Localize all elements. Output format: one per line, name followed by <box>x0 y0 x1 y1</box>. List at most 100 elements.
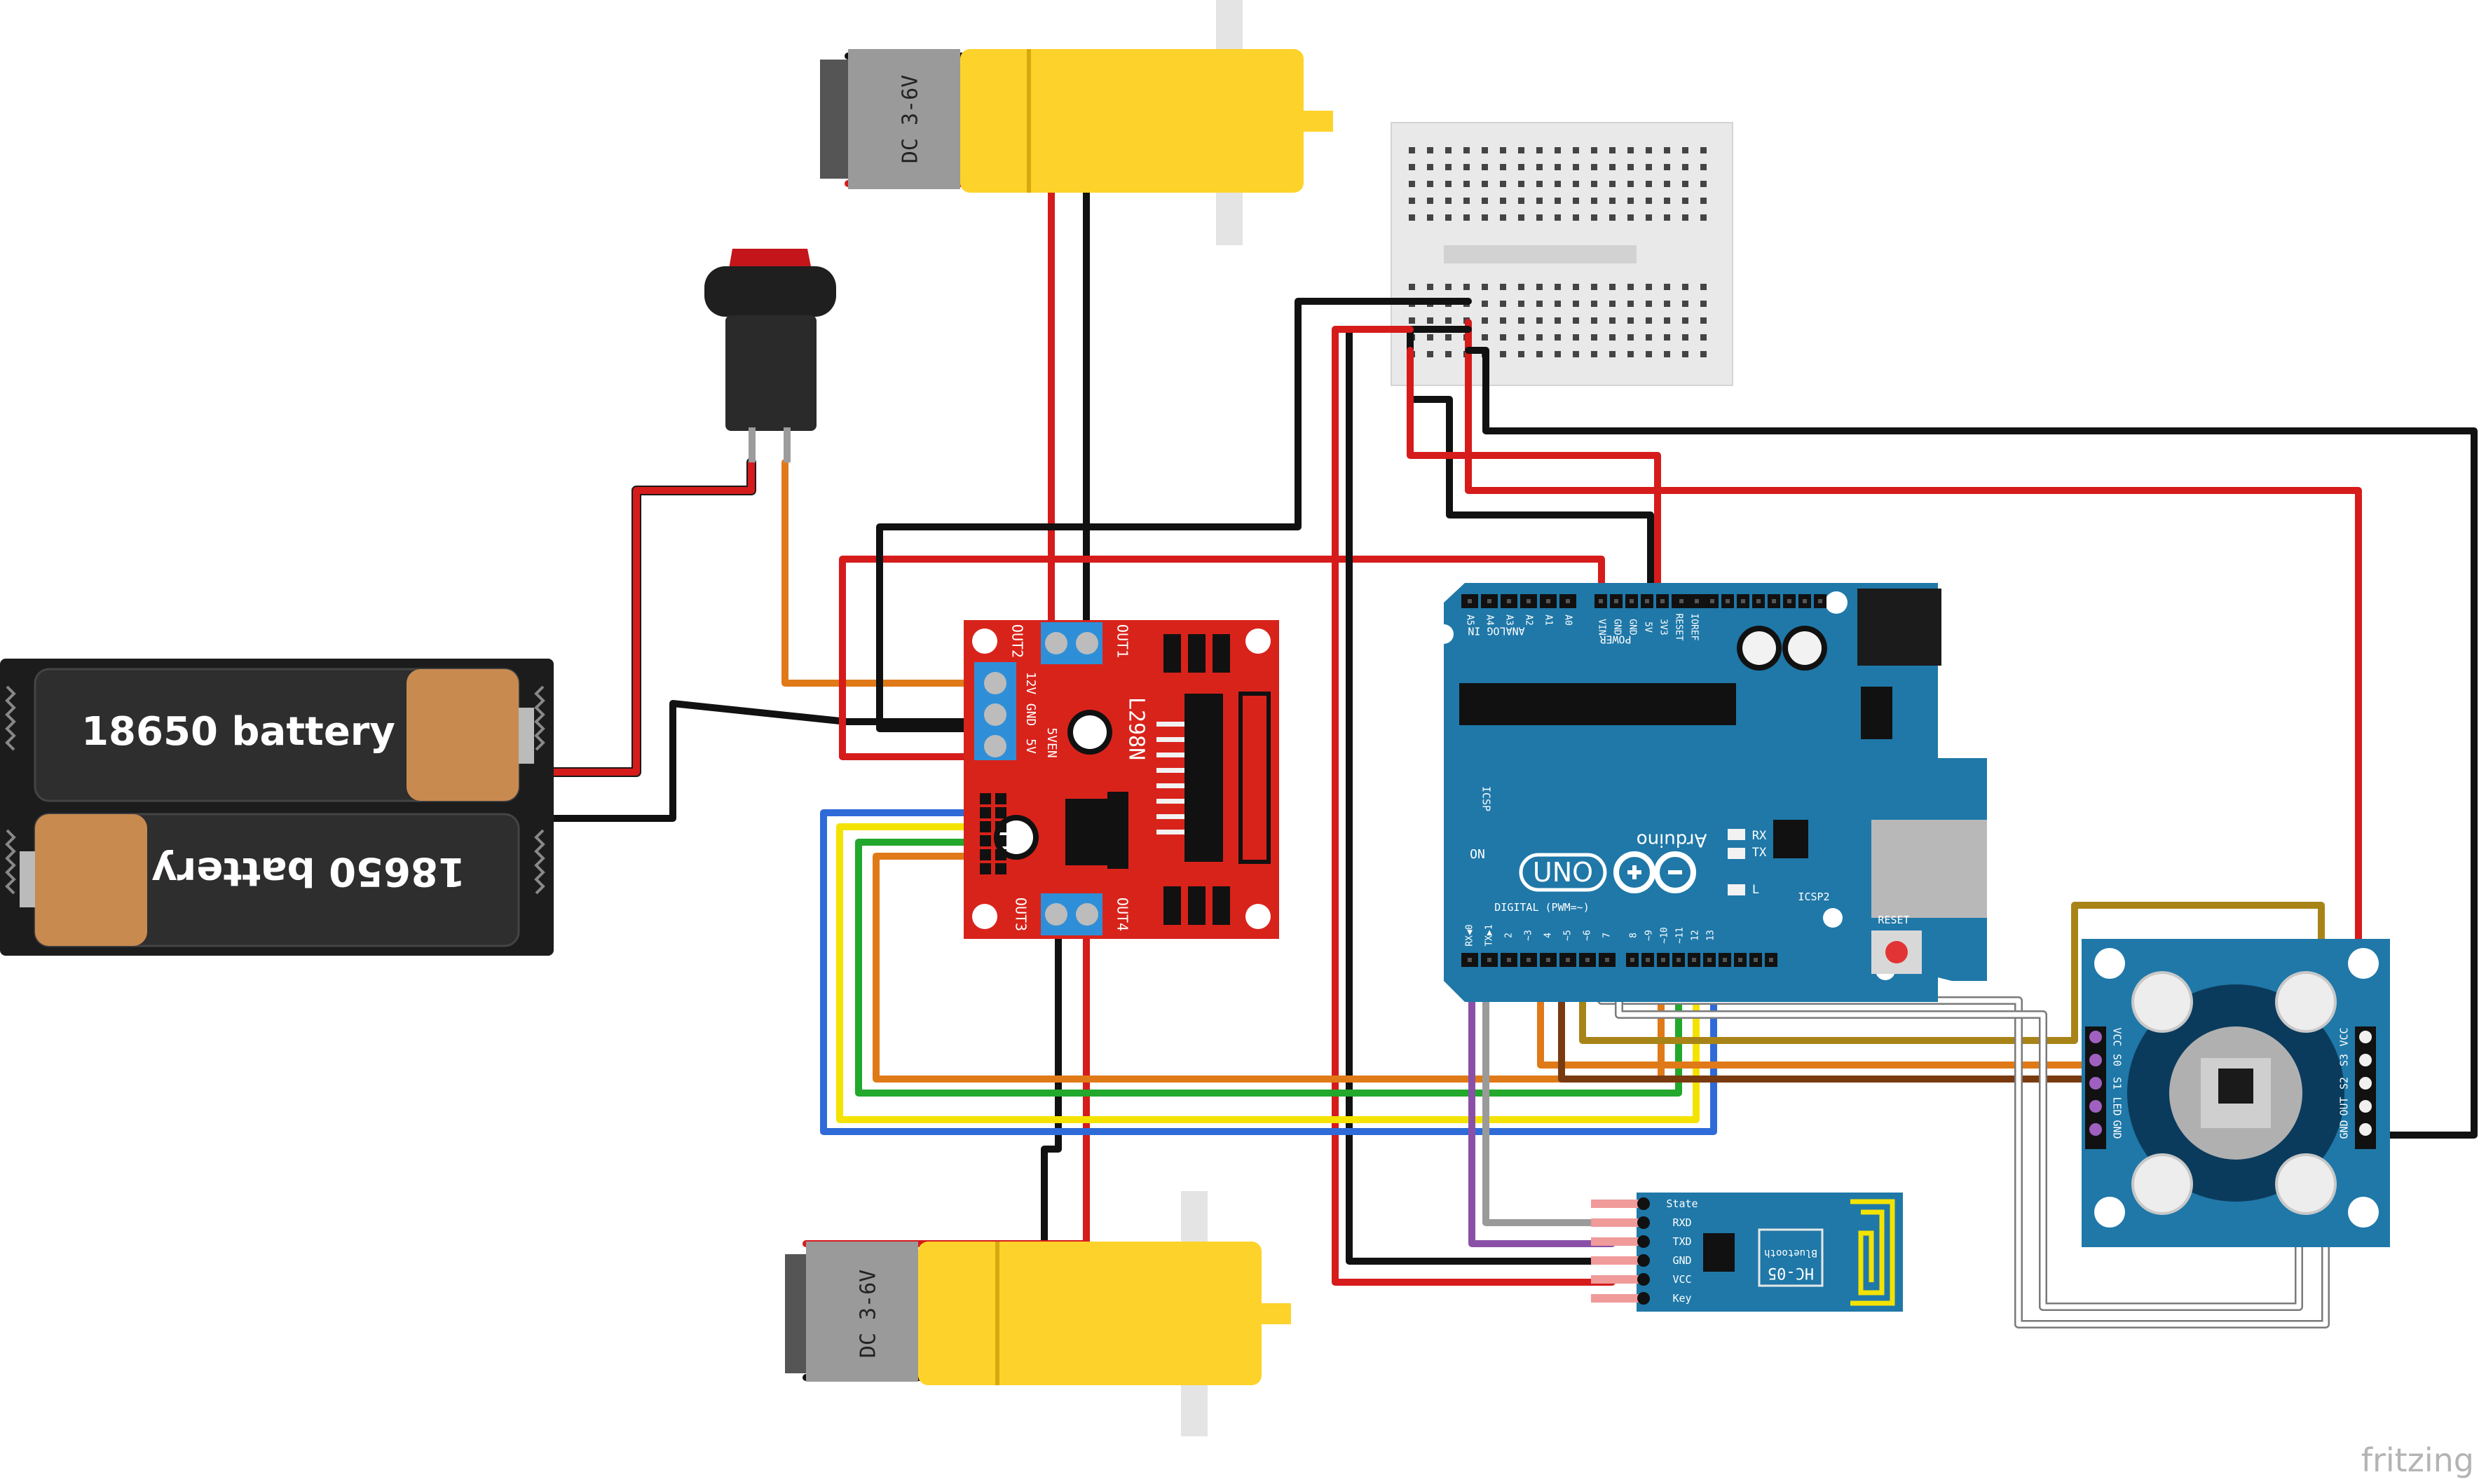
wire-bb-to-sensor-vcc <box>1465 319 2362 1040</box>
sensor-right-pin-label: OUT <box>2338 1097 2351 1115</box>
wire-l298n-5v-to-arduino-vin <box>839 556 1605 760</box>
l298n-label-chip: L298N <box>1124 697 1149 760</box>
hc05-pin-label: RXD <box>1672 1216 1691 1229</box>
l298n-label-out1: OUT1 <box>1114 624 1131 658</box>
l298n-label-out4: OUT4 <box>1114 898 1131 931</box>
hc05-label-model: HC-05 <box>1768 1264 1814 1282</box>
arduino-digital-pin-label: 12 <box>1691 930 1701 941</box>
arduino-label-on: ON <box>1470 847 1485 862</box>
hc05-pin-label: Key <box>1672 1292 1691 1305</box>
arduino-digital-pin-label: TX▶1 <box>1484 924 1495 946</box>
arduino-label-brand: Arduino <box>1637 830 1707 851</box>
power-jack <box>1857 589 1941 666</box>
arduino-power-pin-label: RESET <box>1674 613 1684 640</box>
wire-in3-orange <box>873 853 1665 1083</box>
hc05-label-sub: Bluetooth <box>1764 1247 1817 1258</box>
l298n-motor-driver: OUT2 OUT1 L298N 12V GND 5V 5VEN OUT3 OUT… <box>964 620 1279 939</box>
battery-label-top: 18650 battery <box>81 709 395 755</box>
sensor-led-2 <box>2275 971 2337 1033</box>
dc-motor-bottom: DC 3-6V <box>785 1191 1291 1436</box>
arduino-digital-pin-label: ~6 <box>1583 930 1593 941</box>
l298n-pin-in4 <box>980 849 991 860</box>
arduino-power-pin-label: GND <box>1612 619 1623 635</box>
l298n-pin-ena <box>980 793 991 804</box>
atmega-chip <box>1459 683 1736 725</box>
arduino-digital-pin-label: ~11 <box>1675 927 1686 943</box>
arduino-power-pin-label: 3V3 <box>1658 619 1669 635</box>
motor-bottom-label: DC 3-6V <box>856 1270 881 1358</box>
wire-switch-to-12v <box>781 459 979 687</box>
arduino-power-pin-label: GND <box>1627 619 1638 635</box>
wire-s1-brown <box>1558 963 2106 1083</box>
hc05-pin-label: VCC <box>1672 1273 1691 1286</box>
l298n-label-out2: OUT2 <box>1009 624 1026 658</box>
battery-label-bottom: 18650 battery <box>151 849 465 894</box>
arduino-digital-pin-label: ~10 <box>1660 927 1670 943</box>
arduino-digital-pin-label: 7 <box>1602 933 1613 938</box>
l298n-label-12v: 12V <box>1023 672 1038 695</box>
motor-top-label: DC 3-6V <box>899 75 923 163</box>
arduino-digital-pin-label: ~5 <box>1563 930 1573 941</box>
arduino-analog-pin-label: A4 <box>1484 614 1495 626</box>
wire-battery-negative <box>550 700 979 822</box>
sensor-right-pin-label: VCC <box>2338 1027 2351 1046</box>
arduino-label-tx: TX <box>1752 846 1767 860</box>
sensor-left-pin-label: GND <box>2111 1120 2124 1139</box>
arduino-power-pin-label: 5V <box>1643 621 1653 633</box>
wire-in2-green <box>855 839 1682 1097</box>
hc05-pin-label: GND <box>1672 1254 1691 1267</box>
sensor-right-pin-label: S2 <box>2338 1077 2351 1090</box>
push-switch <box>704 249 836 462</box>
sensor-left-pin-label: LED <box>2111 1097 2124 1115</box>
hc05-pin-txd <box>1591 1237 1644 1246</box>
arduino-label-power: POWER <box>1599 633 1631 646</box>
l298n-pin-in2 <box>980 821 991 832</box>
dc-motor-top: DC 3-6V <box>820 0 1333 245</box>
sensor-right-pin-label: GND <box>2338 1120 2351 1139</box>
wire-ena-blue <box>820 809 1717 1135</box>
l298n-label-5ven: 5VEN <box>1044 727 1059 757</box>
battery-holder: 18650 battery 18650 battery <box>0 659 554 956</box>
hc05-pin-vcc <box>1591 1275 1644 1284</box>
mini-breadboard <box>1391 122 1733 386</box>
arduino-label-icsp: ICSP <box>1480 786 1493 811</box>
hc05-pin-rxd <box>1591 1218 1644 1227</box>
arduino-analog-pin-label: A1 <box>1543 614 1554 626</box>
arduino-label-rx: RX <box>1752 829 1767 843</box>
wire-bb-to-bt-vcc <box>1332 326 1616 1286</box>
fritzing-watermark: fritzing <box>2361 1441 2474 1479</box>
sensor-led-1 <box>2131 971 2193 1033</box>
arduino-uno-board: VIN GND GND 5V 3V3 RESET IOREF A5 A4 A3 A2 A1 A0RX◀0… <box>1434 583 1987 1002</box>
l298n-label-gnd: GND <box>1023 703 1038 727</box>
hc05-pin-key <box>1591 1294 1644 1303</box>
arduino-analog-pin-label: A3 <box>1504 614 1515 626</box>
wire-tx-gray <box>1482 963 1616 1226</box>
arduino-analog-pin-label: A0 <box>1563 614 1573 626</box>
hc05-pin-label: State <box>1666 1197 1698 1210</box>
arduino-power-pin-label: IOREF <box>1689 613 1700 640</box>
arduino-digital-pin-label: RX◀0 <box>1465 924 1475 946</box>
wire-l298n-gnd-to-breadboard <box>876 298 1472 732</box>
arduino-label-analog-in: ANALOG IN <box>1468 625 1524 638</box>
arduino-digital-pin-label: ~3 <box>1524 930 1534 941</box>
l298n-label-out3: OUT3 <box>1013 898 1030 931</box>
l298n-pin-enb <box>980 863 991 874</box>
arduino-digital-pin-label: 13 <box>1706 930 1716 941</box>
arduino-label-icsp2: ICSP2 <box>1798 891 1829 903</box>
hc05-chip <box>1703 1233 1735 1272</box>
sensor-left-pin-label: S0 <box>2111 1054 2124 1066</box>
arduino-uno-logo: UNO <box>1519 851 1696 893</box>
arduino-analog-pin-label: A5 <box>1465 614 1475 626</box>
usb-port <box>1871 820 1987 918</box>
arduino-power-pin-label: VIN <box>1597 619 1607 635</box>
sensor-led-3 <box>2131 1153 2193 1215</box>
arduino-analog-pin-label: A2 <box>1524 614 1534 626</box>
l298n-pin-in3 <box>980 835 991 846</box>
hc05-pin-state <box>1591 1200 1644 1208</box>
l298n-pin-in1 <box>980 807 991 818</box>
arduino-digital-pin-label: ~9 <box>1644 930 1655 941</box>
arduino-digital-pin-label: 4 <box>1543 933 1554 938</box>
arduino-label-model: UNO <box>1533 857 1593 888</box>
